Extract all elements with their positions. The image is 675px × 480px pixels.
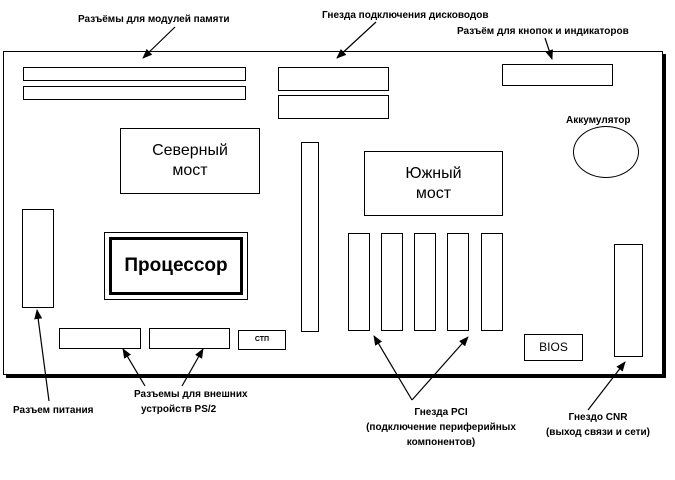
memory-slot bbox=[23, 67, 246, 81]
battery bbox=[573, 126, 639, 178]
ps2-arrow-right bbox=[181, 348, 204, 387]
panel-connector bbox=[502, 64, 613, 86]
drive-sockets-label: Гнезда подключения дисководов bbox=[322, 10, 489, 21]
vertical-slot bbox=[301, 142, 319, 332]
power-connector-label: Разъем питания bbox=[13, 405, 94, 416]
pci-slot bbox=[348, 233, 370, 331]
cnr-arrow bbox=[587, 361, 626, 411]
battery-label: Аккумулятор bbox=[566, 115, 631, 126]
north-bridge: Северный мост bbox=[120, 128, 260, 194]
ps2-label: Разъемы для внешних устройств PS/2 bbox=[134, 387, 248, 417]
drive-sockets-arrow bbox=[336, 21, 377, 59]
pci-arrow-left bbox=[373, 335, 413, 401]
north-bridge-label-1: Северный bbox=[152, 142, 228, 159]
memory-slots-label: Разъёмы для модулей памяти bbox=[78, 14, 230, 25]
pci-slot bbox=[414, 233, 436, 331]
pci-arrow-right bbox=[411, 336, 469, 401]
ps2-label-2: устройств PS/2 bbox=[141, 404, 217, 415]
drive-socket bbox=[278, 95, 389, 119]
cnr-label-2: (выход связи и сети) bbox=[545, 427, 651, 438]
cnr-label: Гнездо CNR (выход связи и сети) bbox=[540, 410, 656, 440]
small-connector-label: СТП bbox=[254, 335, 270, 343]
bios-chip: BIOS bbox=[524, 334, 583, 361]
cnr-label-1: Гнездо CNR bbox=[568, 412, 628, 423]
panel-connector-arrow bbox=[544, 37, 553, 60]
small-connector: СТП bbox=[238, 330, 286, 350]
processor-label: Процессор bbox=[124, 255, 228, 276]
south-bridge-label-2: мост bbox=[415, 184, 452, 202]
cnr-slot bbox=[614, 244, 643, 357]
panel-connector-label: Разъём для кнопок и индикаторов bbox=[457, 26, 629, 37]
pci-slot bbox=[381, 233, 403, 331]
motherboard-outline: Северный мост Южный мост СТП bbox=[3, 51, 663, 375]
bios-label: BIOS bbox=[539, 340, 568, 354]
drive-socket bbox=[278, 67, 389, 91]
pci-slot bbox=[447, 233, 469, 331]
ps2-arrow-left bbox=[122, 348, 146, 387]
processor-core: Процессор bbox=[109, 237, 243, 295]
processor: Процессор bbox=[104, 232, 248, 300]
pci-label-2: (подключение периферийных bbox=[366, 422, 516, 433]
memory-slots-arrow bbox=[142, 26, 176, 59]
ps2-connector bbox=[59, 328, 141, 349]
south-bridge-label-1: Южный bbox=[405, 164, 462, 182]
memory-slot bbox=[23, 86, 246, 100]
pci-label-1: Гнезда PCI bbox=[414, 407, 468, 418]
pci-label: Гнезда PCI (подключение периферийных ком… bbox=[360, 405, 522, 450]
south-bridge: Южный мост bbox=[364, 151, 503, 216]
pci-label-3: компонентов) bbox=[406, 437, 476, 448]
north-bridge-label-2: мост bbox=[172, 162, 208, 179]
power-connector bbox=[22, 209, 54, 308]
ps2-connector bbox=[149, 328, 230, 349]
ps2-label-1: Разъемы для внешних bbox=[134, 389, 248, 400]
pci-slot bbox=[481, 233, 503, 331]
power-connector-arrow bbox=[34, 309, 50, 402]
